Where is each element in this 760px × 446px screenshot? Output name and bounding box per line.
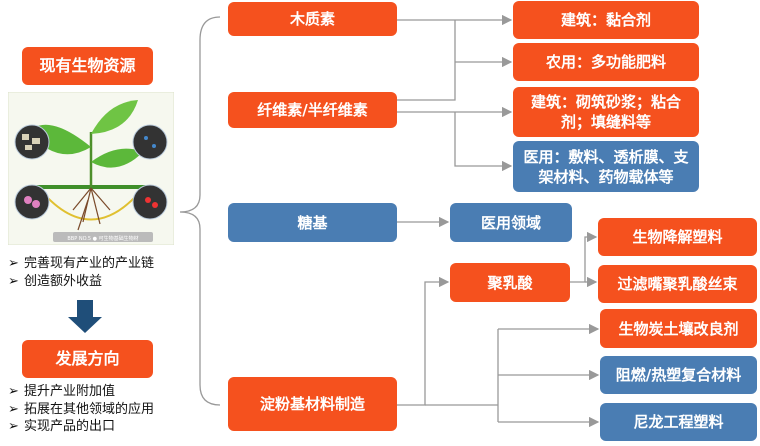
app-pla-filter: 过滤嘴聚乳酸丝束: [598, 265, 757, 303]
category-cellulose: 纤维素/半纤维素: [228, 92, 397, 128]
app-nylon: 尼龙工程塑料: [600, 403, 757, 441]
category-starch: 淀粉基材料制造: [228, 377, 397, 431]
app-pla: 聚乳酸: [450, 263, 570, 302]
app-pla-plastic: 生物降解塑料: [598, 218, 757, 256]
app-cellulose-med: 医用：敷料、透析膜、支架材料、药物载体等: [513, 141, 699, 192]
down-arrow-icon: [68, 300, 102, 333]
plant-illustration: BBP NO.5 ● 可生物基础生物材: [8, 92, 174, 245]
category-lignin: 木质素: [228, 2, 397, 36]
app-cellulose-build: 建筑：砌筑砂浆；粘合剂；填缝料等: [513, 87, 699, 137]
bullet-item: ➢提升产业附加值: [8, 384, 116, 399]
app-flame-retardant: 阻燃/热塑复合材料: [600, 356, 757, 394]
direction-bullets: ➢提升产业附加值 ➢拓展在其他领域的应用 ➢实现产品的出口: [8, 383, 154, 436]
bullet-item: ➢拓展在其他领域的应用: [8, 401, 155, 417]
bullet-item: ➢实现产品的出口: [8, 419, 116, 434]
app-lignin-build: 建筑：黏合剂: [513, 1, 699, 39]
bullet-item: ➢创造额外收益: [8, 273, 103, 289]
resource-bullets: ➢完善现有产业的产业链 ➢创造额外收益: [8, 255, 154, 290]
image-caption: BBP NO.5 ● 可生物基础生物材: [67, 235, 138, 242]
category-sugar: 糖基: [228, 203, 397, 242]
bullet-item: ➢完善现有产业的产业链: [8, 256, 155, 271]
brace: [179, 16, 221, 406]
app-biochar: 生物炭土壤改良剂: [600, 309, 757, 348]
direction-title: 发展方向: [22, 340, 153, 378]
app-lignin-agri: 农用：多功能肥料: [513, 43, 699, 81]
resources-title: 现有生物资源: [22, 47, 153, 85]
app-sugar-med: 医用领域: [450, 203, 572, 242]
